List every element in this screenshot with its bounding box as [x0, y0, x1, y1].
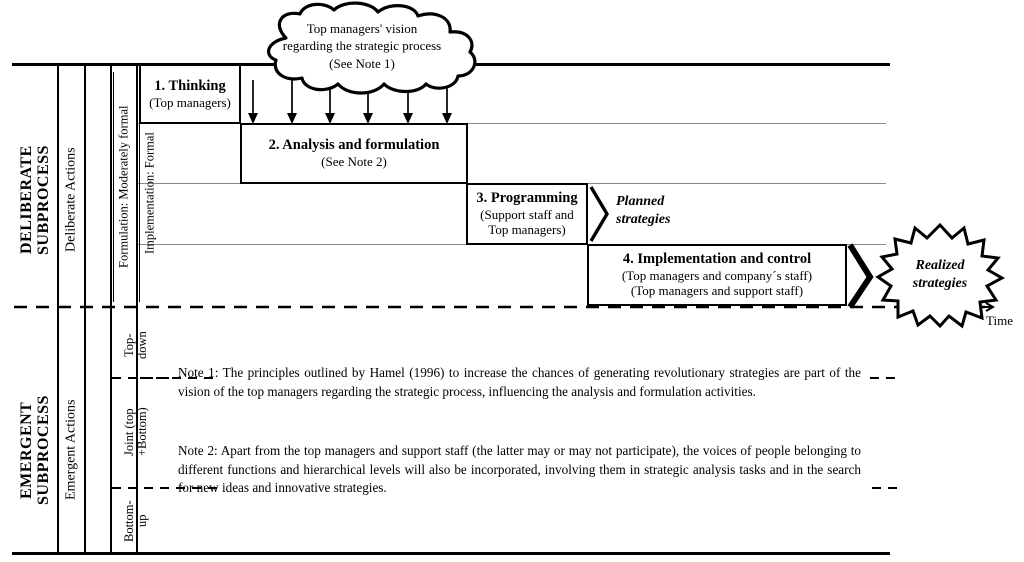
emergent-band-dash-1: [112, 377, 900, 379]
phase-title-analysis: 2. Analysis and formulation: [268, 137, 440, 154]
band-rule-1: [138, 123, 886, 124]
phase-sub-analysis: (See Note 2): [321, 154, 387, 170]
formulation-label: Formulation: Moderately formal: [116, 105, 131, 269]
phase-sub2-implementation: (Top managers and support staff): [630, 283, 804, 299]
emergent-band-label-joint: Joint (top +Bottom): [121, 407, 149, 457]
realized-strategies-chevron-icon: [847, 243, 874, 309]
emergent-band-dash-2: [112, 487, 900, 489]
planned-strategies-chevron-icon: [589, 186, 609, 242]
time-axis-label: Time: [986, 313, 1013, 328]
phase-sub1-programming: (Support staff and: [480, 206, 574, 222]
emergent-band-label-top-down: Top- down: [121, 331, 149, 359]
phase-box-analysis[interactable]: 2. Analysis and formulation (See Note 2): [240, 123, 468, 184]
phase-title-thinking: 1. Thinking: [154, 77, 226, 94]
emergent-subprocess-label: EMERGENT SUBPROCESS: [18, 395, 52, 505]
phase-sub-thinking: (Top managers): [149, 94, 231, 110]
phase-sub1-implementation: (Top managers and company´s staff): [621, 267, 813, 283]
phase-sub2-programming: Top managers): [488, 222, 566, 238]
deliberate-subprocess-label: DELIBERATE SUBPROCESS: [18, 145, 52, 255]
phase-box-implementation[interactable]: 4. Implementation and control (Top manag…: [587, 244, 847, 306]
note-1-text: Note 1: The principles outlined by Hamel…: [178, 365, 861, 399]
phase-box-programming[interactable]: 3. Programming (Support staff and Top ma…: [466, 183, 588, 245]
implementation-cell-left-edge: [139, 72, 140, 302]
phase-box-thinking[interactable]: 1. Thinking (Top managers): [139, 64, 241, 124]
planned-strategies-label: Planned strategies: [616, 194, 671, 227]
note-2-text: Note 2: Apart from the top managers and …: [178, 443, 861, 496]
realized-strategies-starburst: Realized strategies: [875, 222, 1006, 329]
starburst-shape: [875, 222, 1006, 329]
phase-title-programming: 3. Programming: [476, 190, 578, 207]
formulation-cell-left-edge: [113, 72, 114, 302]
top-managers-vision-cloud: Top managers' vision regarding the strat…: [224, 1, 500, 96]
bottom-border-rule: [12, 552, 890, 555]
cloud-shape: [267, 1, 477, 95]
emergent-band-label-bottom-up: Bottom- up: [121, 500, 149, 542]
phase-title-implementation: 4. Implementation and control: [622, 251, 812, 268]
emergent-actions-label: Emergent Actions: [63, 399, 79, 501]
deliberate-actions-label: Deliberate Actions: [63, 147, 79, 253]
